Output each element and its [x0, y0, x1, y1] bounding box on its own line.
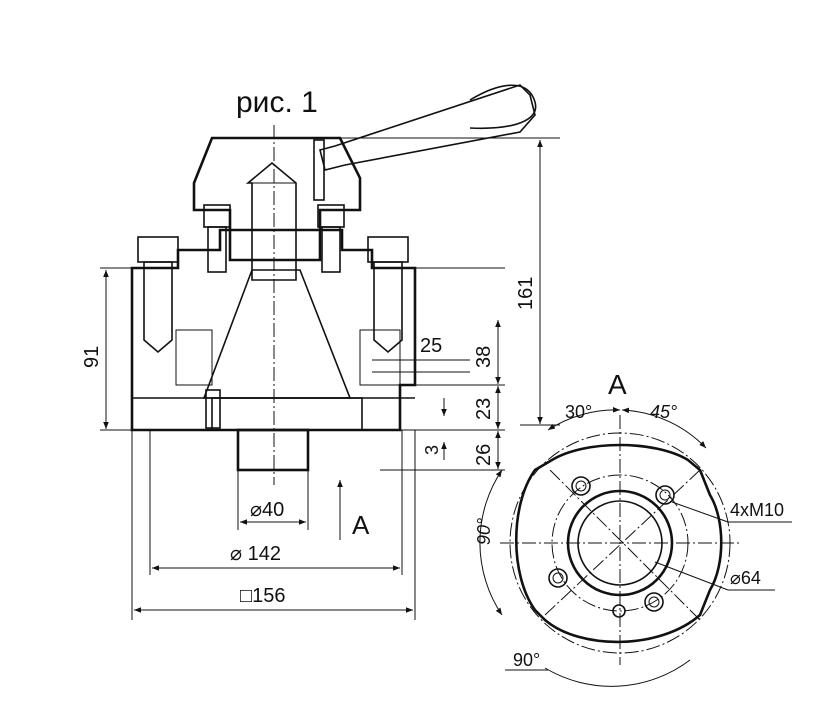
right-pocket [359, 329, 401, 386]
pcd-callout: ⌀64 [730, 568, 761, 588]
view-a: A 30° 45° 90° 90° [474, 369, 792, 687]
flange-outline [515, 443, 723, 644]
dim-bore: ⌀40 [250, 499, 284, 521]
outer-bolt-right [367, 236, 409, 354]
lever-handle[interactable] [313, 84, 537, 201]
clamp-cap [192, 136, 362, 262]
view-arrow-label: A [352, 510, 370, 540]
angle-45: 45° [650, 402, 677, 422]
figure-caption: рис. 1 [236, 86, 318, 119]
dim-23: 23 [473, 398, 495, 420]
dim-91: 91 [81, 346, 103, 368]
angle-30: 30° [565, 402, 592, 422]
spindle [245, 161, 297, 281]
dimensions-left: 161 91 38 23 26 25 3 ⌀40 ⌀ 142 [81, 137, 560, 620]
view-a-label: A [608, 369, 627, 400]
dim-38: 38 [473, 346, 495, 368]
thread-callout: 4xM10 [730, 500, 784, 520]
dim-3: 3 [422, 445, 442, 455]
angle-90-left: 90° [474, 518, 494, 545]
dim-square: □156 [240, 585, 285, 607]
dim-161: 161 [515, 277, 537, 310]
dim-26: 26 [473, 444, 495, 466]
outer-bolt-left [137, 236, 179, 354]
section-view [130, 84, 537, 485]
dim-25: 25 [420, 335, 442, 357]
bottom-recess [211, 397, 363, 431]
locating-pin [205, 389, 221, 429]
threaded-holes [548, 476, 675, 618]
left-pocket [175, 329, 213, 386]
shank [236, 428, 310, 472]
angle-90-bottom: 90° [513, 650, 540, 670]
dim-flange: ⌀ 142 [230, 543, 281, 565]
cone-bore [202, 269, 352, 399]
inner-screws [203, 204, 345, 273]
